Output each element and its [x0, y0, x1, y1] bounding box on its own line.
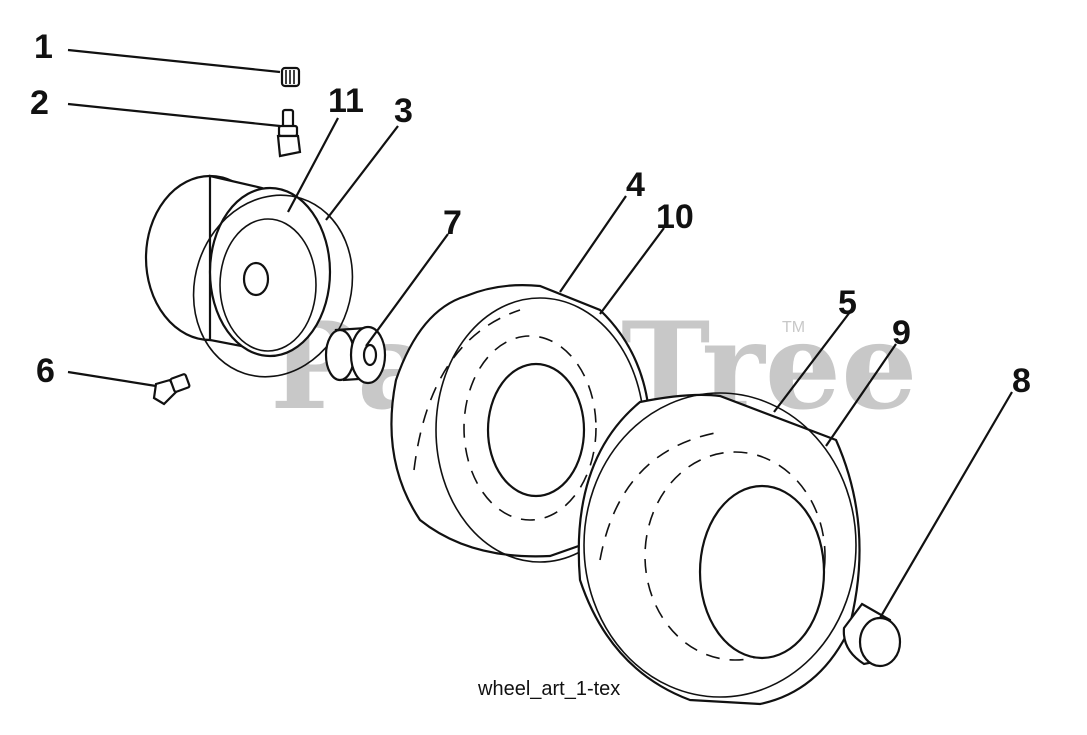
callout-1: 1 — [34, 28, 53, 66]
callout-2: 2 — [30, 84, 49, 122]
leader-lines — [67, 48, 1013, 619]
part-rim — [144, 174, 354, 378]
watermark-tm: TM — [782, 319, 805, 336]
callout-7: 7 — [443, 204, 462, 242]
part-tire-rear — [577, 392, 861, 706]
part-grease-fitting — [152, 373, 191, 406]
callout-10: 10 — [656, 198, 694, 236]
part-valve-cap — [280, 66, 301, 88]
part-hub-cap — [842, 602, 902, 668]
callout-6: 6 — [36, 352, 55, 390]
callout-4: 4 — [626, 166, 645, 204]
callout-labels: 1 2 11 3 4 10 7 6 5 9 8 — [30, 28, 1031, 400]
callout-11: 11 — [328, 82, 364, 120]
callout-9: 9 — [892, 314, 911, 352]
callout-3: 3 — [394, 92, 413, 130]
callout-8: 8 — [1012, 362, 1031, 400]
part-bushing — [324, 325, 387, 385]
part-valve-stem — [276, 108, 302, 158]
callout-5: 5 — [838, 284, 857, 322]
diagram-caption: wheel_art_1-tex — [477, 678, 620, 700]
